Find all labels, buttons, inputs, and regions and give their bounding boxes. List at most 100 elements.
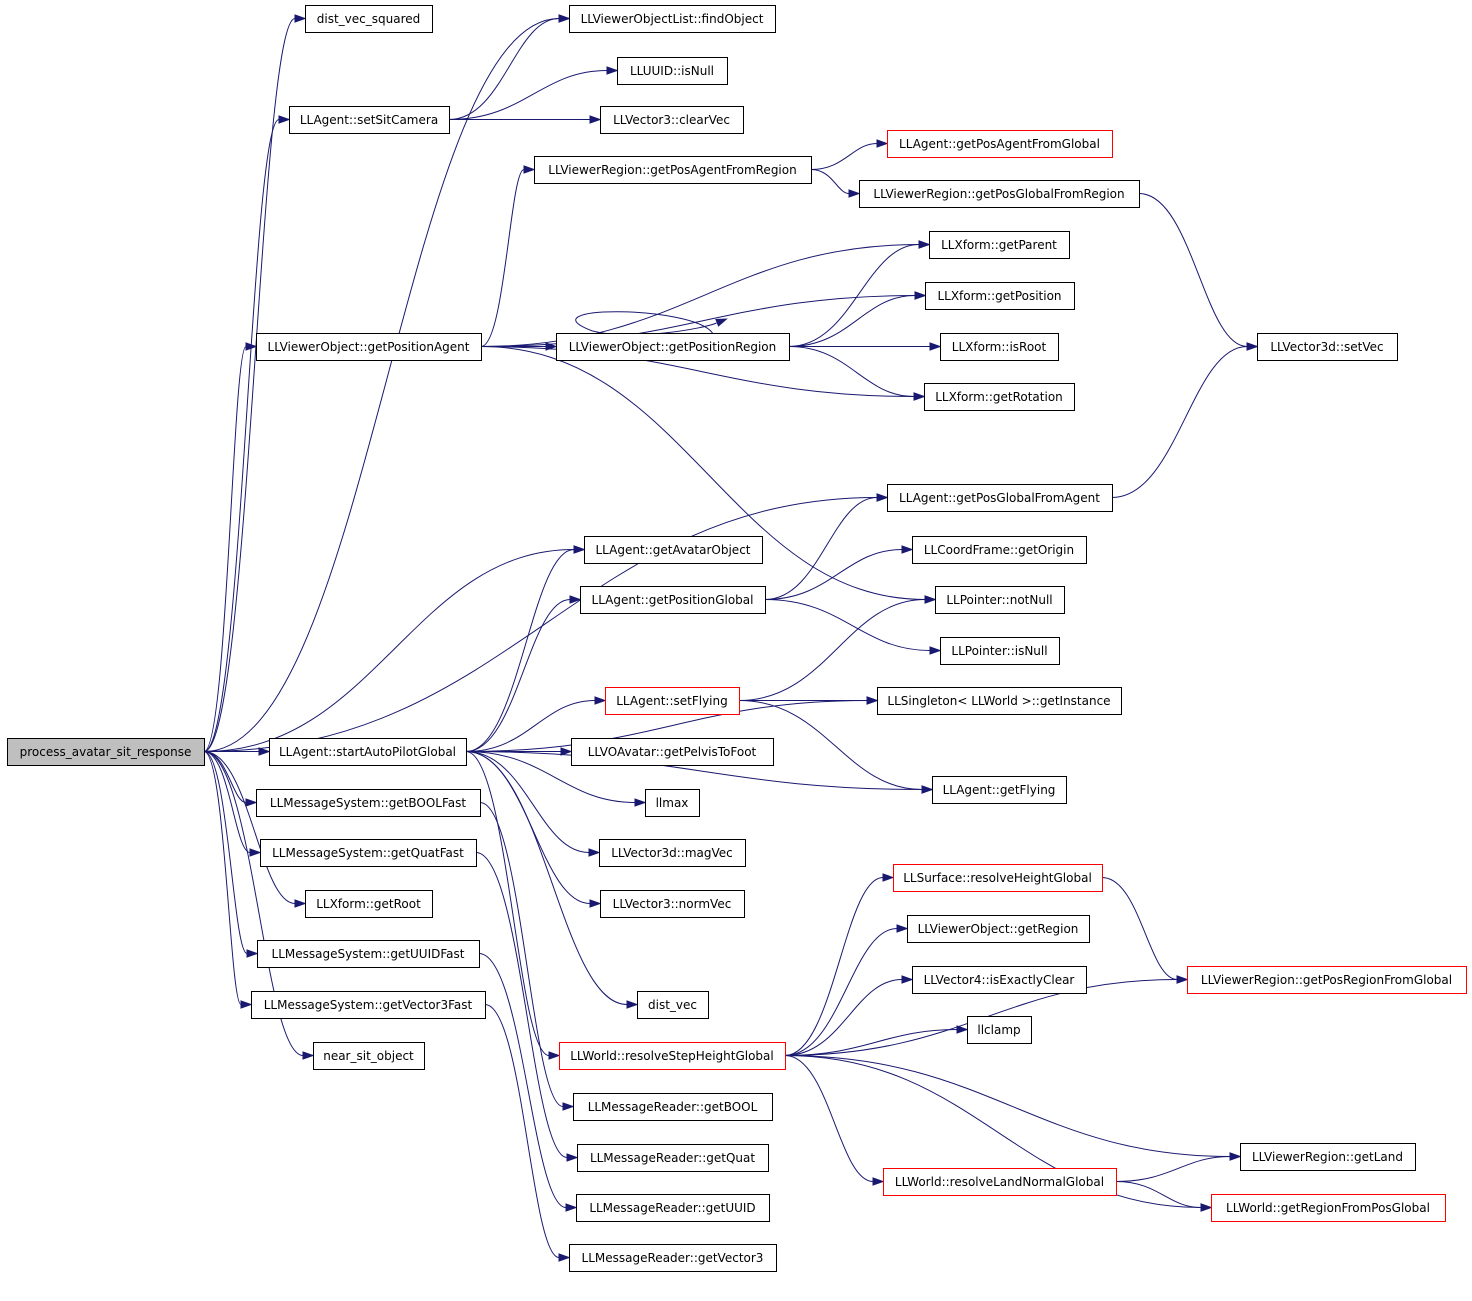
- node-box[interactable]: [600, 106, 744, 134]
- node-llagent-setsitcamera[interactable]: LLAgent::setSitCamera: [289, 106, 450, 134]
- node-box[interactable]: [617, 57, 728, 85]
- node-box[interactable]: [645, 789, 700, 817]
- node-box[interactable]: [556, 333, 790, 361]
- node-box[interactable]: [1211, 1194, 1446, 1222]
- node-llmessagereader-getvector3[interactable]: LLMessageReader::getVector3: [569, 1244, 777, 1272]
- node-lluuid-isnull[interactable]: LLUUID::isNull: [617, 57, 728, 85]
- node-box[interactable]: [559, 1042, 786, 1070]
- node-llcoordframe-getorigin[interactable]: LLCoordFrame::getOrigin: [912, 536, 1087, 564]
- node-box[interactable]: [924, 383, 1075, 411]
- node-box[interactable]: [877, 687, 1122, 715]
- node-box[interactable]: [573, 1093, 773, 1121]
- node-box[interactable]: [534, 156, 812, 184]
- node-process-avatar-sit-response[interactable]: process_avatar_sit_response: [7, 738, 205, 766]
- node-box[interactable]: [260, 839, 477, 867]
- node-llviewerobject-getregion[interactable]: LLViewerObject::getRegion: [907, 915, 1090, 943]
- node-llmessagereader-getquat[interactable]: LLMessageReader::getQuat: [577, 1144, 769, 1172]
- node-llvector3-normvec[interactable]: LLVector3::normVec: [600, 890, 745, 918]
- node-llxform-getparent[interactable]: LLXform::getParent: [929, 231, 1070, 259]
- node-llpointer-isnull[interactable]: LLPointer::isNull: [940, 637, 1060, 665]
- node-llsingleton-llworld-getinstance[interactable]: LLSingleton< LLWorld >::getInstance: [877, 687, 1122, 715]
- node-llsurface-resolveheightglobal[interactable]: LLSurface::resolveHeightGlobal: [893, 864, 1103, 892]
- node-box[interactable]: [269, 738, 467, 766]
- node-box[interactable]: [1240, 1143, 1416, 1171]
- node-llmessagereader-getuuid[interactable]: LLMessageReader::getUUID: [576, 1194, 770, 1222]
- node-box[interactable]: [912, 536, 1087, 564]
- node-llagent-setflying[interactable]: LLAgent::setFlying: [605, 687, 740, 715]
- node-llviewerobjectlist-findobject[interactable]: LLViewerObjectList::findObject: [569, 5, 776, 33]
- node-llmessagesystem-getuuidfast[interactable]: LLMessageSystem::getUUIDFast: [257, 940, 480, 968]
- node-llmessagesystem-getvector3fast[interactable]: LLMessageSystem::getVector3Fast: [251, 991, 486, 1019]
- node-llxform-getrotation[interactable]: LLXform::getRotation: [924, 383, 1075, 411]
- node-box[interactable]: [600, 890, 745, 918]
- node-box[interactable]: [571, 738, 774, 766]
- node-llxform-isroot[interactable]: LLXform::isRoot: [940, 333, 1059, 361]
- node-box[interactable]: [251, 991, 486, 1019]
- node-llxform-getposition[interactable]: LLXform::getPosition: [925, 282, 1075, 310]
- node-box[interactable]: [313, 1042, 425, 1070]
- node-box[interactable]: [637, 991, 709, 1019]
- node-box[interactable]: [925, 282, 1075, 310]
- node-box[interactable]: [305, 890, 433, 918]
- node-box[interactable]: [569, 1244, 777, 1272]
- node-box[interactable]: [7, 738, 205, 766]
- node-box[interactable]: [605, 687, 740, 715]
- node-llpointer-notnull[interactable]: LLPointer::notNull: [935, 586, 1065, 614]
- node-llviewerregion-getposagentfromregion[interactable]: LLViewerRegion::getPosAgentFromRegion: [534, 156, 812, 184]
- node-box[interactable]: [599, 839, 746, 867]
- node-llviewerregion-getland[interactable]: LLViewerRegion::getLand: [1240, 1143, 1416, 1171]
- node-box[interactable]: [929, 231, 1070, 259]
- node-llmessagesystem-getquatfast[interactable]: LLMessageSystem::getQuatFast: [260, 839, 477, 867]
- node-box[interactable]: [584, 536, 763, 564]
- node-box[interactable]: [859, 180, 1140, 208]
- node-llworld-resolvestepheightglobal[interactable]: LLWorld::resolveStepHeightGlobal: [559, 1042, 786, 1070]
- node-llagent-getavatarobject[interactable]: LLAgent::getAvatarObject: [584, 536, 763, 564]
- node-box[interactable]: [289, 106, 450, 134]
- node-box[interactable]: [893, 864, 1103, 892]
- node-llmessagesystem-getboolfast[interactable]: LLMessageSystem::getBOOLFast: [256, 789, 481, 817]
- node-llvector4-isexactlyclear[interactable]: LLVector4::isExactlyClear: [912, 966, 1087, 994]
- node-box[interactable]: [256, 789, 481, 817]
- node-box[interactable]: [940, 637, 1060, 665]
- node-llworld-resolvelandnormalglobal[interactable]: LLWorld::resolveLandNormalGlobal: [883, 1168, 1117, 1196]
- node-llvector3d-setvec[interactable]: LLVector3d::setVec: [1257, 333, 1398, 361]
- node-llclamp[interactable]: llclamp: [967, 1016, 1032, 1044]
- node-llagent-startautopilotglobal[interactable]: LLAgent::startAutoPilotGlobal: [269, 738, 467, 766]
- node-llviewerregion-getposregionfromglobal[interactable]: LLViewerRegion::getPosRegionFromGlobal: [1187, 966, 1467, 994]
- node-box[interactable]: [1257, 333, 1398, 361]
- node-llvoavatar-getpelvistofoot[interactable]: LLVOAvatar::getPelvisToFoot: [571, 738, 774, 766]
- node-llxform-getroot[interactable]: LLXform::getRoot: [305, 890, 433, 918]
- node-llvector3d-magvec[interactable]: LLVector3d::magVec: [599, 839, 746, 867]
- node-box[interactable]: [883, 1168, 1117, 1196]
- node-box[interactable]: [932, 776, 1067, 804]
- node-box[interactable]: [967, 1016, 1032, 1044]
- node-box[interactable]: [257, 940, 480, 968]
- node-llmax[interactable]: llmax: [645, 789, 700, 817]
- node-box[interactable]: [887, 130, 1113, 158]
- node-box[interactable]: [1187, 966, 1467, 994]
- node-box[interactable]: [907, 915, 1090, 943]
- node-box[interactable]: [569, 5, 776, 33]
- node-llmessagereader-getbool[interactable]: LLMessageReader::getBOOL: [573, 1093, 773, 1121]
- node-box[interactable]: [912, 966, 1087, 994]
- node-box[interactable]: [305, 5, 433, 33]
- node-box[interactable]: [256, 333, 482, 361]
- node-box[interactable]: [887, 484, 1113, 512]
- node-llagent-getpositionglobal[interactable]: LLAgent::getPositionGlobal: [580, 586, 766, 614]
- node-llvector3-clearvec[interactable]: LLVector3::clearVec: [600, 106, 744, 134]
- node-box[interactable]: [577, 1144, 769, 1172]
- node-llviewerobject-getpositionagent[interactable]: LLViewerObject::getPositionAgent: [256, 333, 482, 361]
- node-llagent-getposglobalfromagent[interactable]: LLAgent::getPosGlobalFromAgent: [887, 484, 1113, 512]
- node-llworld-getregionfromposglobal[interactable]: LLWorld::getRegionFromPosGlobal: [1211, 1194, 1446, 1222]
- node-box[interactable]: [580, 586, 766, 614]
- node-llagent-getflying[interactable]: LLAgent::getFlying: [932, 776, 1067, 804]
- node-box[interactable]: [935, 586, 1065, 614]
- node-llviewerobject-getpositionregion[interactable]: LLViewerObject::getPositionRegion: [556, 333, 790, 361]
- node-llagent-getposagentfromglobal[interactable]: LLAgent::getPosAgentFromGlobal: [887, 130, 1113, 158]
- node-dist-vec[interactable]: dist_vec: [637, 991, 709, 1019]
- node-box[interactable]: [940, 333, 1059, 361]
- node-box[interactable]: [576, 1194, 770, 1222]
- node-near-sit-object[interactable]: near_sit_object: [313, 1042, 425, 1070]
- node-dist-vec-squared[interactable]: dist_vec_squared: [305, 5, 433, 33]
- node-llviewerregion-getposglobalfromregion[interactable]: LLViewerRegion::getPosGlobalFromRegion: [859, 180, 1140, 208]
